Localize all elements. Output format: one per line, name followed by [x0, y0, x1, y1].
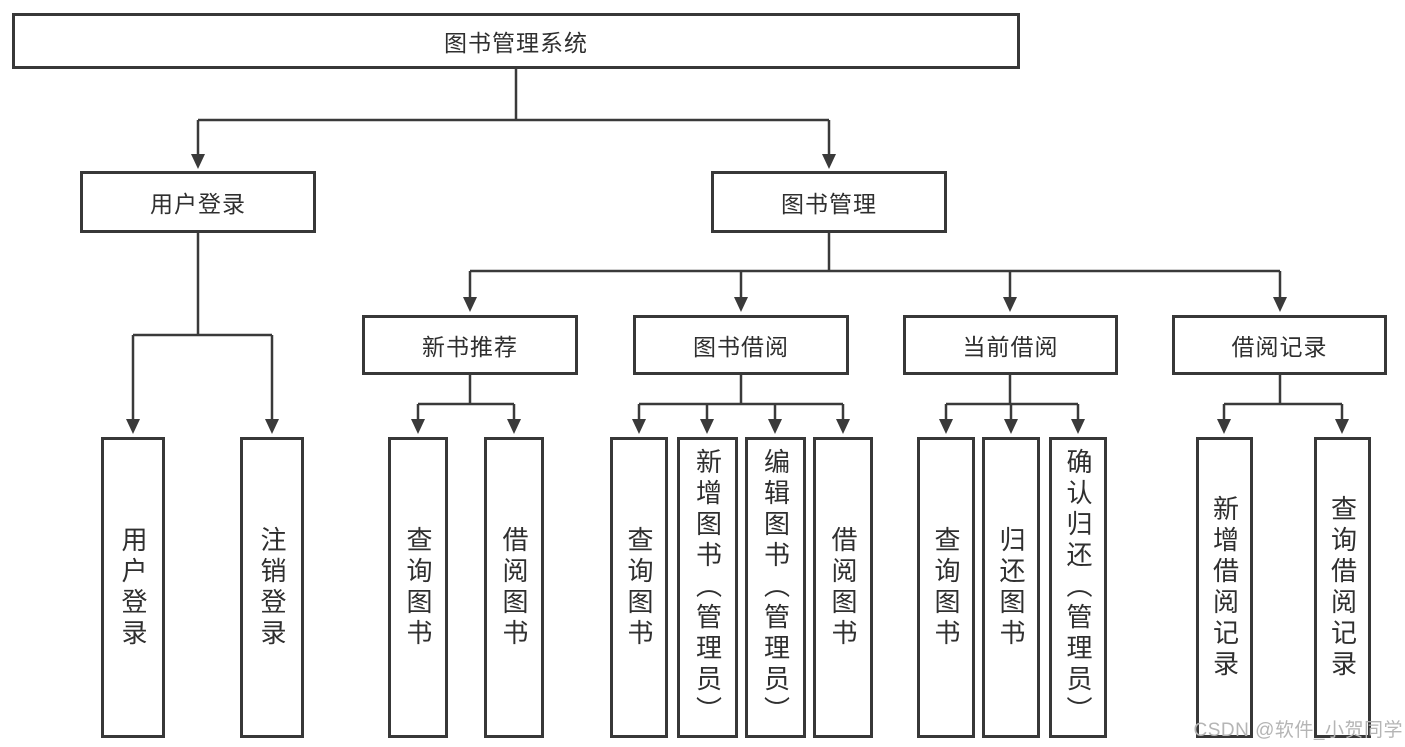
leaf-return-book: 归还图书 — [982, 437, 1040, 738]
node-book-management: 图书管理 — [711, 171, 947, 233]
leaf-edit-book-admin: 编辑图书（管理员） — [745, 437, 806, 738]
node-user-login: 用户登录 — [80, 171, 316, 233]
leaf-borrow-book-label: 借阅图书 — [828, 525, 858, 650]
node-root-library-system: 图书管理系统 — [12, 13, 1020, 69]
leaf-query-book-current-label: 查询图书 — [931, 525, 961, 650]
leaf-confirm-return-admin: 确认归还（管理员） — [1049, 437, 1107, 738]
node-book-borrow: 图书借阅 — [633, 315, 849, 375]
leaf-add-borrow-record-label: 新增借阅记录 — [1209, 494, 1240, 681]
leaf-query-book-borrow: 查询图书 — [610, 437, 668, 738]
leaf-confirm-return-admin-label: 确认归还（管理员） — [1063, 448, 1093, 727]
leaf-logout: 注销登录 — [240, 437, 304, 738]
leaf-add-book-admin: 新增图书（管理员） — [677, 437, 738, 738]
leaf-add-borrow-record: 新增借阅记录 — [1196, 437, 1253, 738]
csdn-watermark: CSDN @软件_小贺同学 — [1193, 720, 1403, 741]
leaf-borrow-book-recommend-label: 借阅图书 — [499, 525, 529, 650]
node-new-book-recommend: 新书推荐 — [362, 315, 578, 375]
node-borrow-record: 借阅记录 — [1172, 315, 1387, 375]
leaf-user-login: 用户登录 — [101, 437, 165, 738]
leaf-query-book-current: 查询图书 — [917, 437, 975, 738]
leaf-user-login-label: 用户登录 — [118, 525, 148, 650]
leaf-query-book-recommend-label: 查询图书 — [403, 525, 433, 650]
leaf-query-book-borrow-label: 查询图书 — [624, 525, 654, 650]
node-current-borrow: 当前借阅 — [903, 315, 1118, 375]
leaf-add-book-admin-label: 新增图书（管理员） — [692, 448, 723, 727]
leaf-borrow-book: 借阅图书 — [813, 437, 873, 738]
leaf-borrow-book-recommend: 借阅图书 — [484, 437, 544, 738]
leaf-query-borrow-record-label: 查询借阅记录 — [1327, 494, 1358, 681]
leaf-logout-label: 注销登录 — [257, 525, 287, 650]
leaf-return-book-label: 归还图书 — [996, 525, 1026, 650]
leaf-edit-book-admin-label: 编辑图书（管理员） — [760, 448, 791, 727]
leaf-query-book-recommend: 查询图书 — [388, 437, 448, 738]
leaf-query-borrow-record: 查询借阅记录 — [1314, 437, 1371, 738]
